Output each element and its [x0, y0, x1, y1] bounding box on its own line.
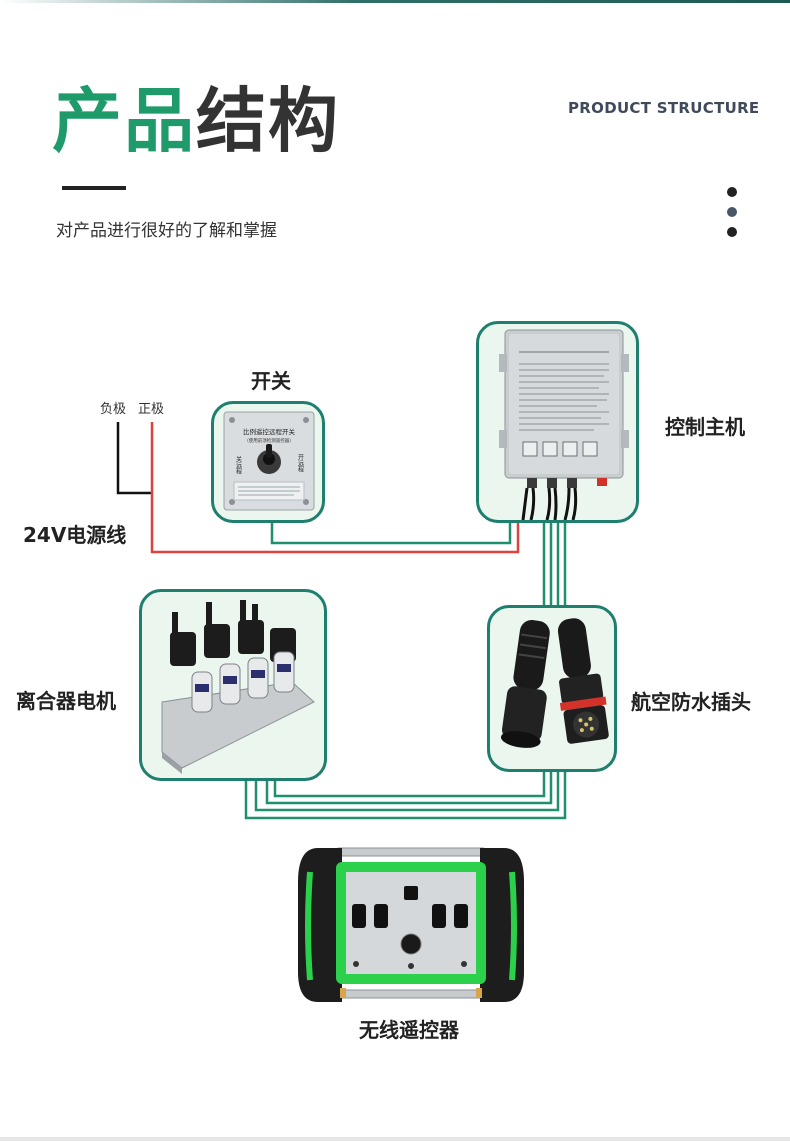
switch-card: 比例遥控远程开关 （使用前须检测遥控器） 关远程 开远程	[211, 401, 325, 523]
switch-panel-title: 比例遥控远程开关	[243, 427, 296, 436]
negative-label: 负极	[100, 402, 127, 417]
menu-dot-icon	[727, 227, 737, 237]
title-part-dark: 结构	[196, 80, 340, 162]
controller-label: 控制主机	[665, 415, 745, 439]
title-underline	[62, 186, 126, 190]
remote-label: 无线遥控器	[359, 1018, 459, 1042]
title-part-green: 产品	[52, 80, 196, 162]
title-english: PRODUCT STRUCTURE	[568, 99, 760, 117]
switch-illustration: 比例遥控远程开关 （使用前须检测遥控器） 关远程 开远程	[223, 411, 315, 511]
power-red-wire	[150, 422, 520, 554]
subtitle: 对产品进行很好的了解和掌握	[56, 221, 277, 241]
menu-dot-icon	[727, 207, 737, 217]
page-title: 产品结构	[52, 86, 340, 156]
controller-to-plug-wires	[542, 520, 567, 607]
remote-illustration	[298, 847, 524, 1002]
positive-label: 正极	[138, 402, 165, 417]
bottom-border	[0, 1137, 790, 1141]
switch-off-text: 关远程	[235, 455, 242, 475]
plug-label: 航空防水插头	[631, 690, 751, 714]
plug-illustration	[500, 618, 609, 748]
menu-dot-icon	[727, 187, 737, 197]
plug-to-clutch-wires	[244, 770, 567, 820]
clutch-motor-illustration	[161, 600, 315, 774]
power-black-wire	[116, 422, 152, 495]
controller-illustration	[499, 329, 629, 520]
switch-on-text: 开远程	[297, 454, 304, 473]
clutch-motor-label: 离合器电机	[16, 689, 116, 713]
top-accent-bar	[0, 0, 790, 3]
controller-card	[476, 321, 639, 523]
power-cable-label: 24V电源线	[23, 523, 127, 547]
switch-panel-subtitle: （使用前须检测遥控器）	[244, 437, 294, 444]
plug-card	[487, 605, 617, 772]
switch-label: 开关	[251, 369, 291, 393]
clutch-motor-card	[139, 589, 327, 781]
switch-to-controller-wire	[270, 520, 512, 545]
